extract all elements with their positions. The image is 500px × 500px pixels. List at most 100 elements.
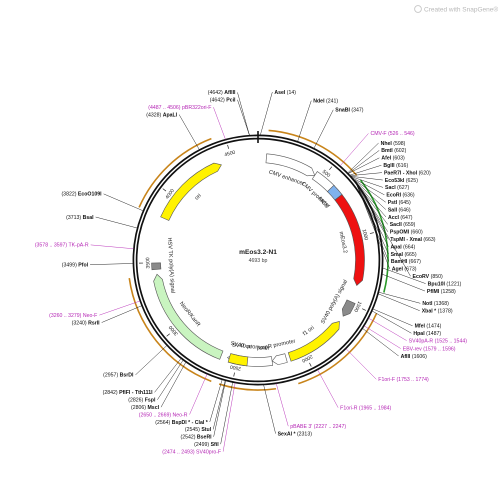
feature-ampr-promoter: [271, 353, 288, 365]
label-position: (1965 .. 1984): [359, 405, 392, 411]
label-name: HpaI: [413, 331, 425, 337]
svg-text:(2650 .. 2669) Neo-R: (2650 .. 2669) Neo-R: [139, 412, 188, 418]
map-label-pcii: (4642) PciI: [210, 98, 250, 136]
label-position: (241): [326, 98, 338, 104]
label-name: BmtI: [381, 148, 393, 154]
label-name: Neo-R: [173, 412, 188, 418]
tick-mark-4000: [162, 188, 167, 192]
svg-text:F1ori-R (1965 .. 1984): F1ori-R (1965 .. 1984): [340, 405, 391, 411]
map-label-pspomi: PspOMI (660): [354, 180, 423, 236]
tick-label-4000: 4000: [164, 188, 176, 201]
label-position: (659): [403, 222, 415, 228]
label-leader: [135, 345, 167, 376]
label-leader: [351, 177, 385, 196]
label-leader: [212, 380, 226, 430]
label-leader: [263, 384, 276, 434]
svg-text:AfeI (603): AfeI (603): [381, 156, 405, 162]
label-leader: [362, 328, 399, 357]
label-leader: [103, 193, 144, 211]
svg-text:XbaI * (1378): XbaI * (1378): [422, 309, 453, 315]
svg-text:(4328) ApaLI: (4328) ApaLI: [146, 112, 177, 118]
label-leader: [368, 318, 407, 341]
label-leader: [237, 92, 250, 136]
label-name: PstI: [388, 200, 398, 206]
label-name: SacI: [385, 185, 396, 191]
map-label-xbai: XbaI * (1378): [378, 293, 453, 315]
label-name: pBABE 3': [290, 424, 312, 430]
label-position: (647): [400, 215, 412, 221]
svg-text:SnaBI (347): SnaBI (347): [335, 108, 364, 114]
label-leader: [90, 263, 134, 265]
map-label-mfei: MfeI (1474): [372, 308, 442, 330]
feature-f1-ori: [287, 321, 340, 362]
label-leader: [95, 216, 138, 229]
label-name: SfiI: [211, 442, 220, 448]
label-name: CMV-F: [370, 131, 386, 137]
label-name: EcoRI: [386, 193, 401, 199]
svg-text:(4642) AflIII: (4642) AflIII: [208, 90, 236, 96]
label-position: (625): [406, 178, 418, 184]
map-label-bsrdi: (2957) BsrDI: [103, 345, 167, 379]
svg-text:BamHI (667): BamHI (667): [391, 259, 421, 265]
tick-label-2500: 2500: [229, 363, 241, 371]
label-leader: [340, 133, 369, 166]
label-name: ApaI: [390, 244, 402, 250]
map-label-fspi: (2826) FspI: [128, 359, 184, 404]
map-label-acci: AccI (647): [353, 178, 413, 221]
label-leader: [354, 181, 389, 255]
label-position: (665): [404, 252, 416, 258]
label-leader: [352, 178, 387, 210]
label-name: AfeI: [381, 156, 391, 162]
svg-text:pBABE 3' (2227 .. 2247): pBABE 3' (2227 .. 2247): [290, 424, 346, 430]
label-position: (2806): [131, 405, 146, 411]
svg-text:Bpu10I (1221): Bpu10I (1221): [428, 281, 462, 287]
feature-label-hsv-tk-poly-a-signal: HSV TK poly(A) signal: [166, 237, 175, 293]
label-leader: [378, 293, 420, 311]
label-name: NdeI: [313, 98, 325, 104]
label-name: BseRI: [197, 435, 212, 441]
label-position: (1258): [441, 289, 456, 295]
map-label-sfii: (2499) SfiI: [194, 382, 233, 448]
svg-text:(2474 .. 2493) SV40pro-F: (2474 .. 2493) SV40pro-F: [162, 449, 221, 455]
tick-label-1000: 1000: [361, 229, 369, 241]
map-label-smai: SmaI (665): [354, 181, 417, 258]
tick-label-1500: 1500: [352, 300, 362, 313]
tick-mark-1500: [362, 308, 366, 311]
label-leader: [354, 181, 389, 247]
label-position: (603): [393, 156, 405, 162]
label-leader: [189, 374, 208, 415]
map-label-ecoo109i: (3822) EcoO109I: [61, 192, 144, 211]
label-leader: [348, 150, 380, 174]
map-label-agei: AgeI (673): [355, 182, 417, 273]
svg-text:BmtI (602): BmtI (602): [381, 148, 406, 154]
label-name: BspDI * - ClaI *: [172, 420, 209, 426]
label-position: (2842): [103, 390, 118, 396]
svg-text:AgeI (673): AgeI (673): [392, 267, 417, 273]
label-name: StuI: [201, 427, 211, 433]
label-position: (667): [409, 259, 421, 265]
label-leader: [220, 382, 233, 445]
label-position: (2564): [155, 420, 170, 426]
label-position: (1221): [446, 281, 461, 287]
label-position: (850): [431, 274, 443, 280]
outer-arc-4: [128, 278, 212, 383]
map-label-aflii: AflII (1606): [362, 328, 427, 360]
label-position: (645): [399, 200, 411, 206]
snapgene-logo-icon: [414, 5, 422, 13]
feature-neor-kanr: [153, 273, 224, 360]
feature-label-ori: ori: [194, 193, 203, 202]
map-label-paer7i-xhoi: PaeR7I - XhoI (620): [350, 170, 431, 176]
label-leader: [345, 348, 377, 380]
map-label-ecorv: EcoRV (850): [371, 207, 443, 280]
feature-cmv-enhancer: [265, 153, 316, 177]
label-position: (2499): [194, 442, 209, 448]
label-leader: [382, 267, 426, 284]
tick-mark-2000: [309, 362, 312, 367]
label-name: PfoI: [78, 262, 88, 268]
map-label-bseri: (2542) BseRI: [180, 380, 226, 441]
label-leader: [101, 305, 142, 323]
outer-arcs: [128, 129, 389, 391]
label-leader: [354, 180, 388, 225]
label-position: (3240): [72, 320, 87, 326]
